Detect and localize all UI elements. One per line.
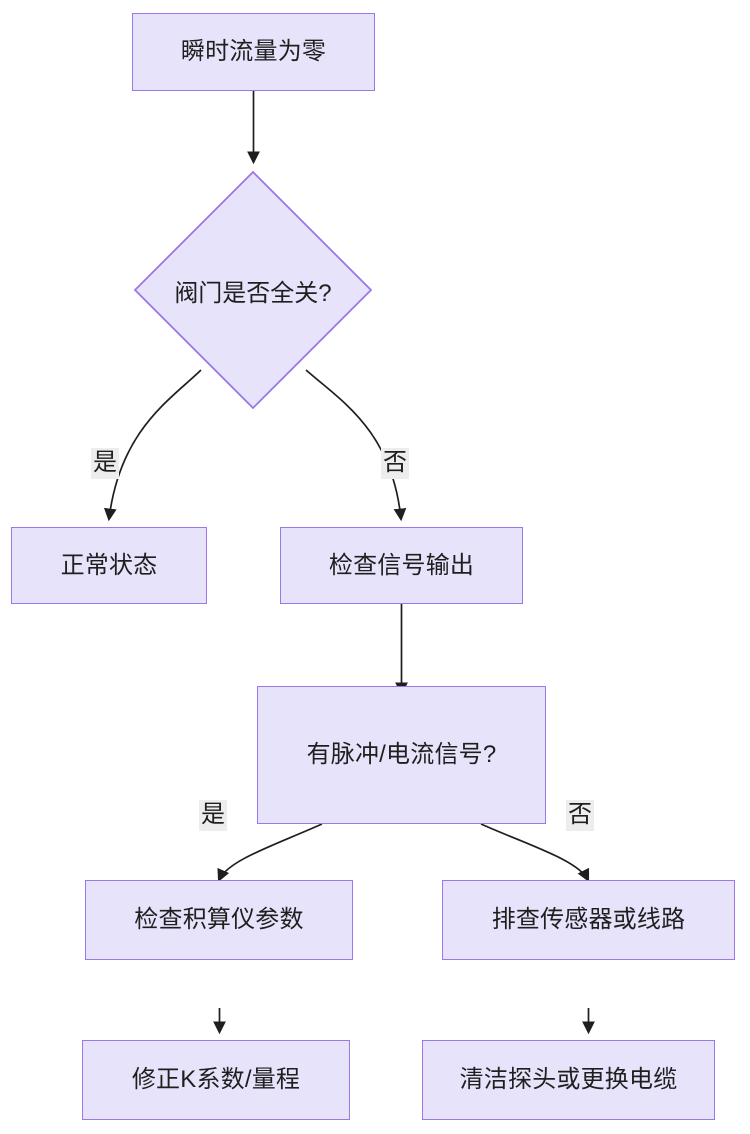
edge-n2-n3 (103, 369, 202, 522)
edge-label-yes-valve: 是 (91, 448, 119, 479)
edge-label-no-signal: 否 (566, 800, 594, 831)
node-correct-k-factor-or-range[interactable]: 修正K系数/量程 (82, 1040, 350, 1120)
node-normal-status[interactable]: 正常状态 (11, 527, 207, 604)
node-label: 修正K系数/量程 (131, 1066, 301, 1094)
node-label: 清洁探头或更换电缆 (459, 1066, 678, 1094)
node-label: 排查传感器或线路 (491, 906, 686, 934)
node-label: 阀门是否全关? (174, 279, 332, 307)
diamond-shape (133, 170, 373, 410)
node-label: 检查信号输出 (328, 551, 475, 579)
node-check-signal-output[interactable]: 检查信号输出 (280, 527, 523, 604)
node-instant-flow-zero[interactable]: 瞬时流量为零 (132, 13, 375, 91)
node-label-wrapper: 阀门是否全关? (133, 170, 373, 410)
node-pulse-or-current-signal-decision[interactable]: 有脉冲/电流信号? (257, 686, 546, 824)
node-clean-probe-or-replace-cable[interactable]: 清洁探头或更换电缆 (422, 1040, 715, 1120)
edge-n5-n6 (217, 823, 323, 883)
node-label: 正常状态 (60, 551, 158, 579)
node-check-totalizer-parameters[interactable]: 检查积算仪参数 (85, 880, 353, 960)
node-label: 瞬时流量为零 (180, 38, 327, 66)
edge-n5-n7 (480, 823, 590, 883)
node-label: 有脉冲/电流信号? (306, 741, 497, 769)
node-inspect-sensor-or-wiring[interactable]: 排查传感器或线路 (442, 880, 735, 960)
node-valve-fully-closed-decision[interactable]: 阀门是否全关? (133, 170, 373, 410)
node-label: 检查积算仪参数 (134, 906, 304, 934)
edge-n2-n4 (305, 369, 407, 522)
edge-label-no-valve: 否 (381, 448, 409, 479)
edge-label-yes-signal: 是 (199, 800, 227, 831)
